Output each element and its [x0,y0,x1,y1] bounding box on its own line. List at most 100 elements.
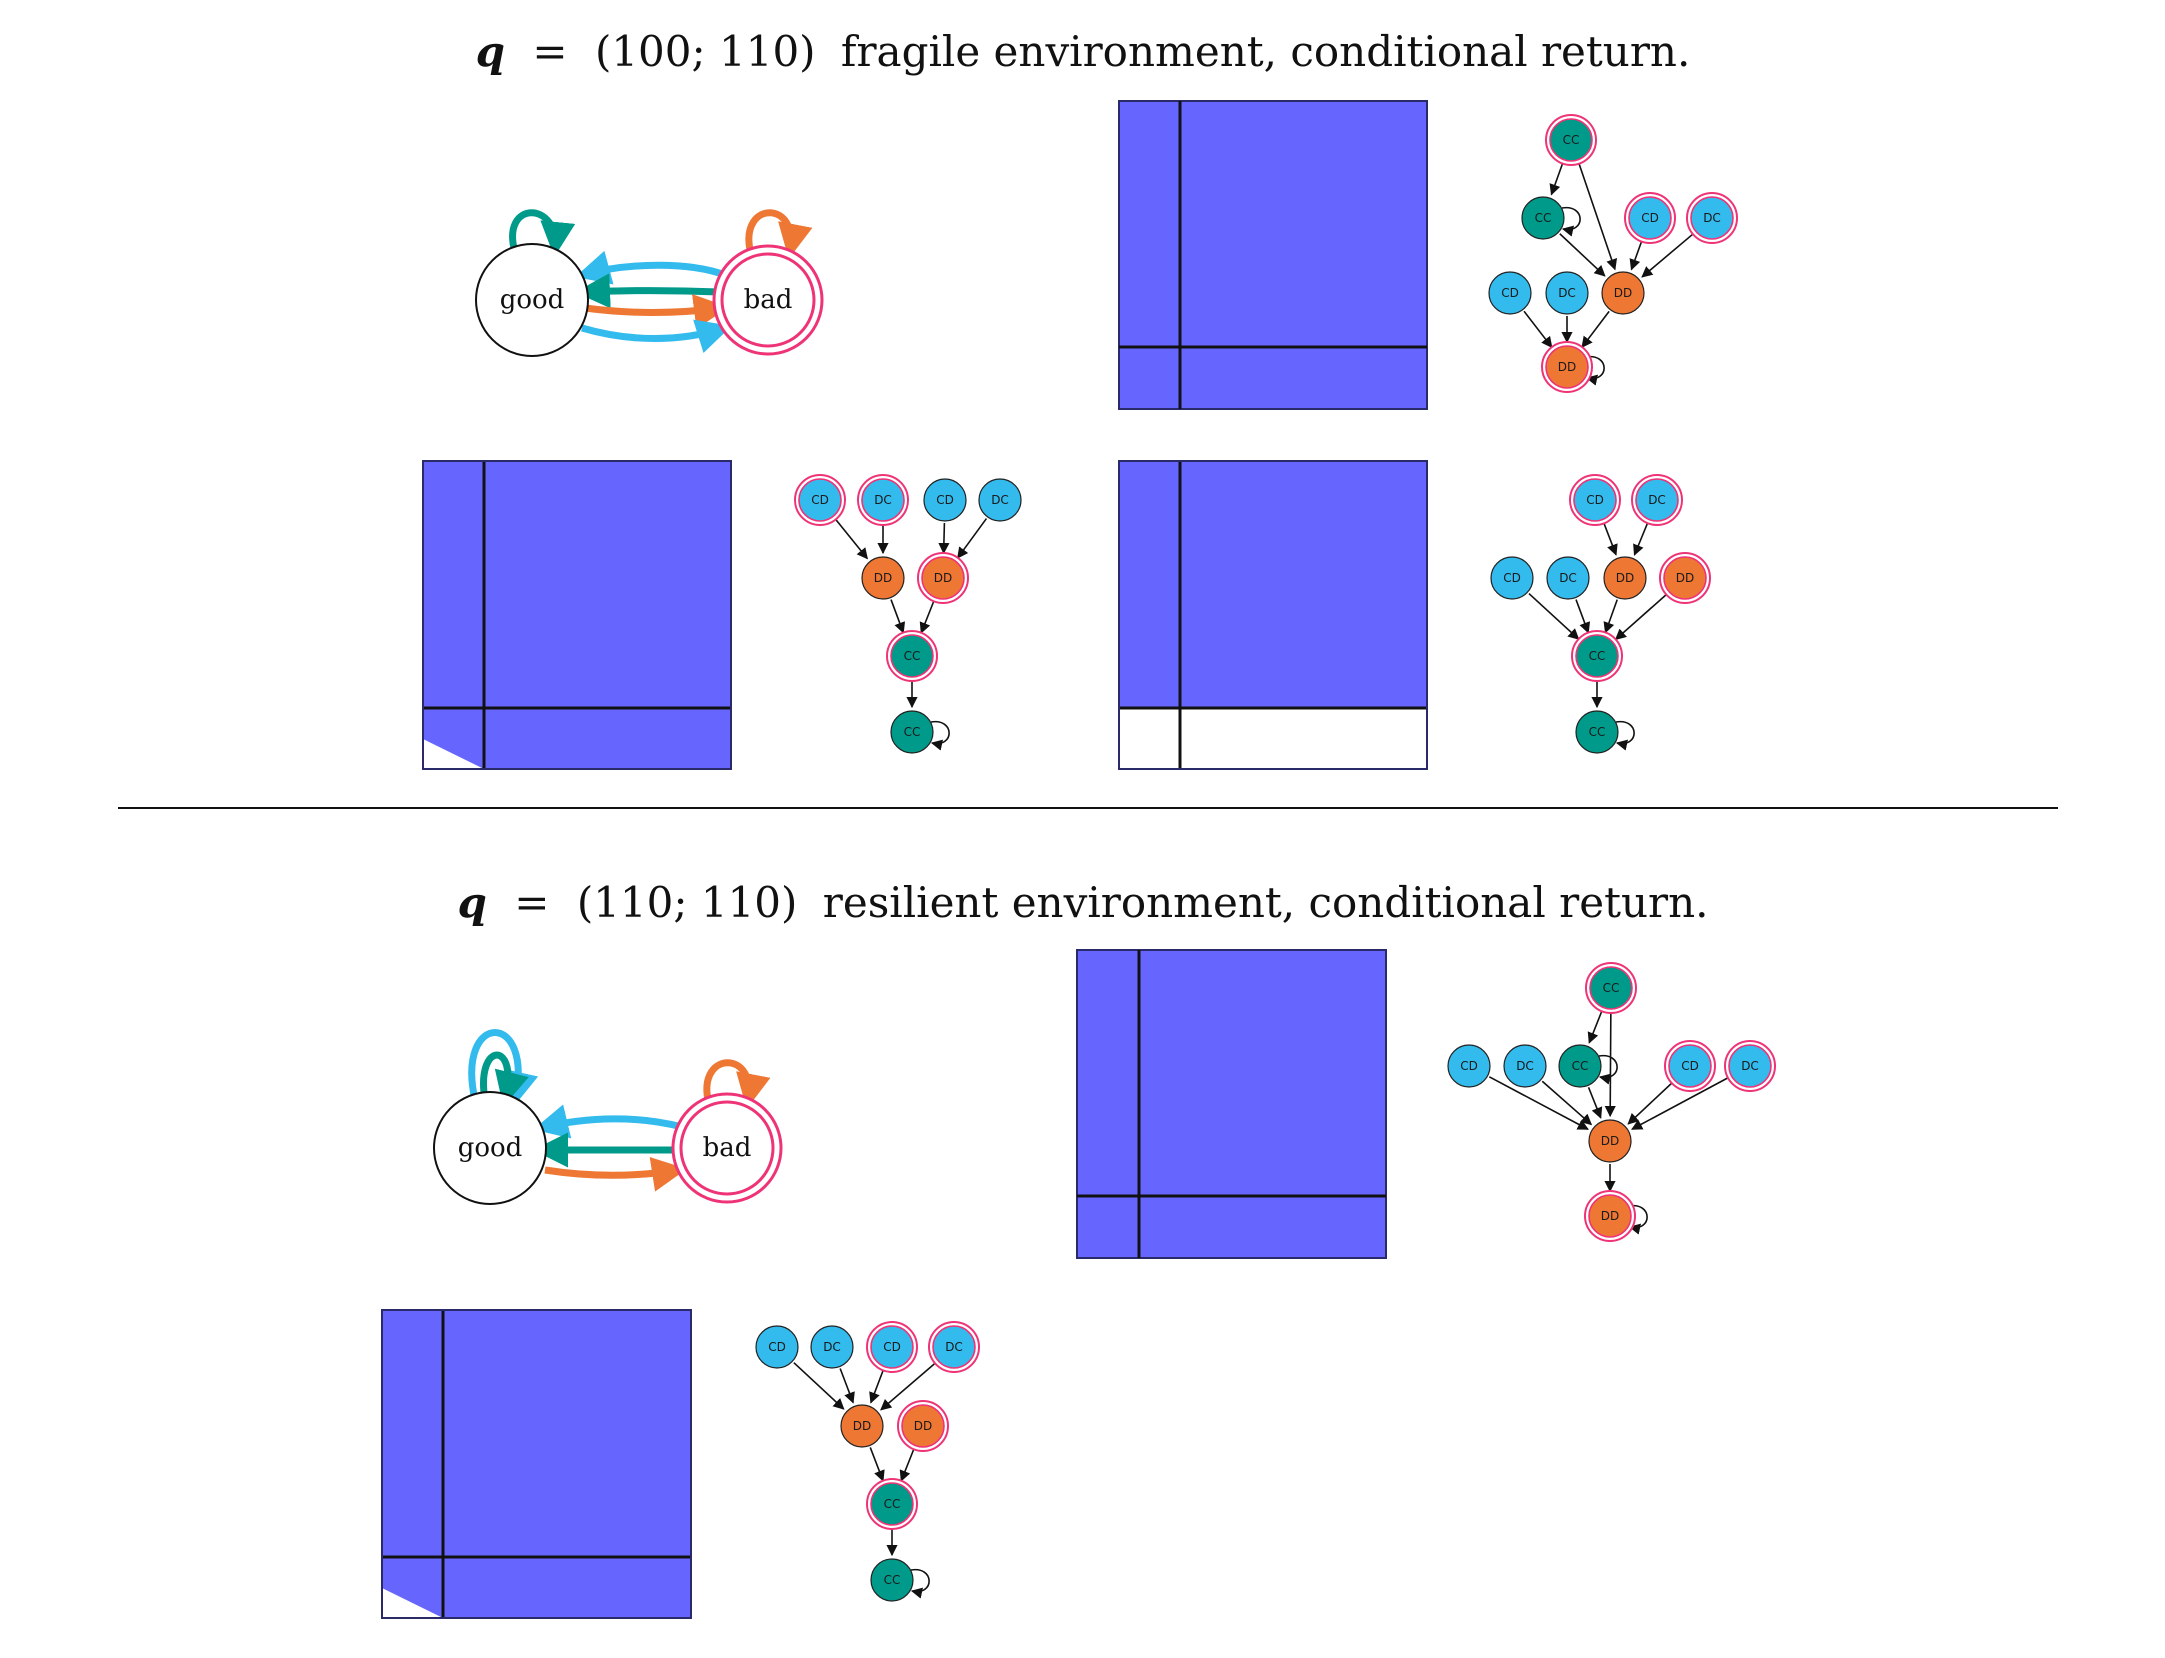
markov-diagram: good bad [433,1029,783,1205]
node-label: CC [1572,1059,1589,1073]
q-symbol: q [476,27,505,76]
transition-bad-to-good-cooperative [575,273,721,309]
node-circle [798,478,842,522]
node-label: DC [874,493,892,507]
self-loop-edge [1615,721,1635,751]
node-circle [1503,1044,1547,1088]
good-self-loop-cooperative [480,1051,529,1107]
node-circle [1589,966,1633,1010]
graph-node-cc: CC [890,710,950,754]
graph-node-dd: DD [897,1400,949,1452]
graph-node-cd: CD [866,1321,918,1373]
graph-edge [1631,1076,1731,1130]
graph-node-dc: DC [1503,1044,1547,1088]
region-fill [1118,100,1428,410]
state-bad-label: bad [744,285,793,315]
equals-sign: = [532,27,567,76]
node-circle [1588,1119,1632,1163]
graph-node-cc: CC [886,630,938,682]
graph-node-dc: DC [1631,474,1683,526]
region-plot-2 [422,460,732,770]
state-bad [679,1100,775,1196]
node-label: CD [1501,286,1519,300]
node-circle [1549,118,1593,162]
region-fill [1076,949,1387,1259]
graph-node-dc: DC [978,478,1022,522]
transition-good-to-bad-defective [544,1157,687,1192]
node-label: CC [1589,649,1606,663]
self-loop-edge [1598,1055,1618,1085]
graph-edge [1629,239,1643,271]
graph-node-cd: CD [1488,271,1532,315]
node-circle [1575,634,1619,678]
region-fill [1119,461,1427,708]
node-label: DD [1558,360,1576,374]
graph-edge [1633,520,1650,556]
graph-edge [793,1362,845,1410]
graph-node-dd: DD [917,552,969,604]
node-label: DC [823,1340,841,1354]
graph-node-cd: CD [1624,192,1676,244]
transition-good-to-bad-defective [584,294,729,329]
empty-strip [1119,708,1427,769]
self-loop-edge [930,721,950,751]
graph-node-cd: CD [1664,1040,1716,1092]
node-circle [870,1482,914,1526]
graph-node-cc: CC [1558,1044,1618,1088]
node-circle [890,634,934,678]
node-circle [1521,196,1565,240]
node-circle [1728,1044,1772,1088]
graph-edge [1577,161,1618,271]
panel-title: q = (110; 110) resilient environment, co… [458,878,1709,927]
region-plot-1 [1118,100,1428,410]
transition-bad-to-good-neutral [533,1104,683,1139]
state-bad-label: bad [703,1133,752,1163]
node-circle [810,1325,854,1369]
node-label: DC [1648,493,1666,507]
equals-sign: = [514,878,549,927]
graph-edge [1641,232,1695,278]
graph-node-dd: DD [1541,341,1605,393]
node-circle [932,1325,976,1369]
graph-edge [869,1368,885,1404]
node-label: CD [1460,1059,1478,1073]
self-loop-edge [1561,207,1581,237]
panel-title: q = (100; 110) fragile environment, cond… [476,27,1691,76]
node-circle [1490,556,1534,600]
graph-edge [869,1447,885,1482]
self-loop-edge [1585,356,1605,386]
node-label: CD [1641,211,1659,225]
graph-edge [1603,599,1618,634]
node-label: DC [991,493,1009,507]
graph-edge [839,1368,855,1404]
graph-node-dd: DD [1601,271,1645,315]
graph-edge [1549,161,1564,196]
region-border [422,460,732,770]
region-plot-4 [1076,949,1387,1259]
graph-node-dd: DD [861,556,905,600]
node-label: DD [914,1419,932,1433]
graph-edge [1581,310,1610,348]
node-label: CD [1586,493,1604,507]
node-label: DD [853,1419,871,1433]
node-label: DC [945,1340,963,1354]
graph-node-cc: CC [1585,962,1637,1014]
q-value: (100; 110) [595,27,816,76]
self-loop-edge [910,1569,930,1599]
region-fill [381,1309,692,1619]
graph-edge [1523,310,1553,349]
graph-node-cc: CC [1571,630,1623,682]
node-label: DD [1616,571,1634,585]
node-circle [870,1558,914,1602]
graph-node-dc: DC [1546,556,1590,600]
graph-edge [1541,1080,1593,1126]
node-label: DD [1614,286,1632,300]
node-label: CC [904,725,921,739]
graph-edge [899,1447,916,1482]
node-label: DC [1558,286,1576,300]
graph-node-cd: CD [794,474,846,526]
